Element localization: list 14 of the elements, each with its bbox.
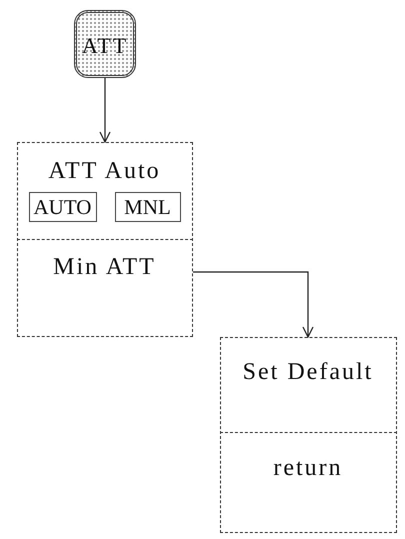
hardkey-button [74, 10, 136, 78]
softkey-label: Set Default [242, 358, 374, 386]
softkey-label: return [273, 454, 343, 482]
softkey-menu-panel [220, 337, 397, 533]
softkey-label: ATT [82, 33, 128, 59]
softkey-label: Min ATT [53, 254, 156, 280]
softkey-label: MNL [124, 194, 171, 220]
softkey-label: AUTO [34, 194, 92, 220]
softkey-menu-panel [17, 142, 193, 337]
arrow [99, 78, 111, 143]
toggle-option [28, 192, 96, 222]
toggle-option [114, 192, 180, 222]
softkey-label: ATT Auto [48, 158, 161, 184]
arrow [193, 271, 314, 338]
